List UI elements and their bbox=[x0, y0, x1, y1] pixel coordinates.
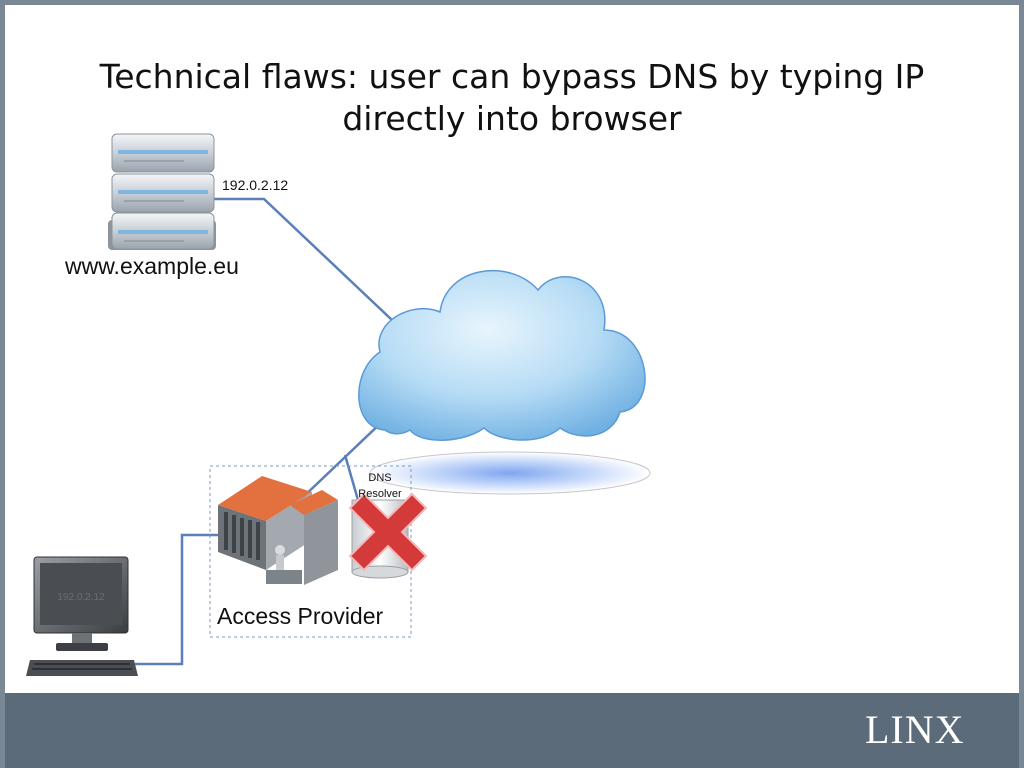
computer-screen-text: 192.0.2.12 bbox=[57, 592, 105, 603]
title-line-2: directly into browser bbox=[342, 99, 682, 138]
computer-icon: 192.0.2.12 bbox=[26, 556, 138, 676]
dns-resolver-label: DNS Resolver bbox=[358, 472, 402, 500]
link-provider-to-computer bbox=[135, 533, 218, 666]
cloud-shadow bbox=[369, 451, 651, 495]
access-provider-label: Access Provider bbox=[217, 603, 384, 629]
datacenter-icon bbox=[218, 476, 338, 585]
slide-title: Technical flaws: user can bypass DNS by … bbox=[0, 56, 1024, 140]
footer-bar bbox=[5, 693, 1019, 768]
link-dns-to-cloud bbox=[343, 454, 360, 501]
linx-logo: LINX bbox=[865, 707, 965, 752]
server-icon bbox=[108, 133, 216, 250]
blocked-cross-icon bbox=[348, 492, 428, 572]
server-hostname-label: www.example.eu bbox=[65, 253, 239, 279]
link-cloud-to-provider bbox=[299, 419, 385, 501]
internet-cloud-icon bbox=[358, 269, 646, 441]
title-line-1: Technical flaws: user can bypass DNS by … bbox=[99, 57, 925, 96]
network-links bbox=[135, 197, 393, 666]
link-server-to-cloud bbox=[214, 197, 393, 321]
server-ip-label: 192.0.2.12 bbox=[222, 177, 289, 193]
